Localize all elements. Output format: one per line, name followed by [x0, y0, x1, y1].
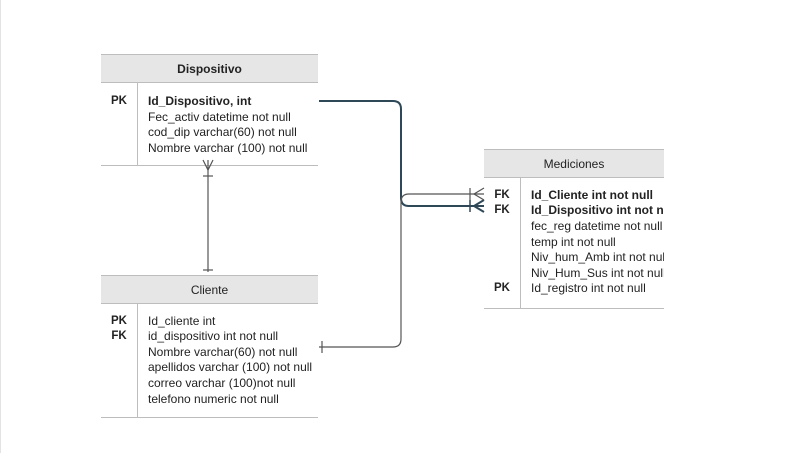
attribute-row[interactable]: FK Id_Cliente int not null: [484, 187, 664, 203]
key-column: [484, 178, 521, 308]
attribute-row[interactable]: correo varchar (100)not null: [101, 375, 318, 391]
key-label: PK: [111, 95, 127, 107]
attribute-text: fec_reg datetime not null: [531, 219, 663, 233]
key-label: FK: [494, 189, 510, 201]
entity-mediciones-title: Mediciones: [484, 150, 664, 178]
attribute-row[interactable]: fec_reg datetime not null: [484, 218, 664, 234]
attribute-row[interactable]: PK Id_registro int not null: [484, 280, 664, 296]
attribute-row[interactable]: Fec_activ datetime not null: [101, 109, 318, 125]
relation-dispositivo-mediciones[interactable]: [319, 100, 485, 213]
attribute-row[interactable]: FK Id_Dispositivo int not null: [484, 202, 664, 218]
entity-dispositivo-title: Dispositivo: [101, 55, 318, 83]
entity-dispositivo[interactable]: Dispositivo PK Id_Dispositivo, int Fec_a…: [101, 54, 318, 166]
attribute-text: id_dispositivo int not null: [148, 329, 279, 343]
attribute-text: Niv_Hum_Sus int not null: [531, 266, 664, 280]
attribute-row[interactable]: Nombre varchar(60) not null: [101, 344, 318, 360]
relation-dispositivo-cliente[interactable]: [202, 159, 214, 272]
key-label: PK: [494, 282, 510, 294]
attribute-row[interactable]: telefono numeric not null: [101, 391, 318, 407]
canvas-left-border: [0, 0, 1, 453]
attribute-row[interactable]: PK Id_Dispositivo, int: [101, 93, 318, 109]
key-label: PK: [111, 315, 127, 327]
attribute-row[interactable]: Nombre varchar (100) not null: [101, 140, 318, 156]
attribute-text: telefono numeric not null: [148, 392, 279, 406]
attribute-text: temp int not null: [531, 235, 616, 249]
attribute-text: Niv_hum_Amb int not null: [531, 250, 664, 264]
attribute-text: Nombre varchar (100) not null: [148, 141, 308, 155]
attribute-text: Id_registro int not null: [531, 281, 646, 295]
attribute-text: Id_cliente int: [148, 314, 216, 328]
attribute-row[interactable]: PK Id_cliente int: [101, 313, 318, 329]
key-label: FK: [111, 330, 127, 342]
attribute-row[interactable]: Niv_Hum_Sus int not null: [484, 265, 664, 281]
key-label: FK: [494, 204, 510, 216]
attribute-text: Id_Cliente int not null: [531, 188, 653, 202]
entity-mediciones-body: FK Id_Cliente int not null FK Id_Disposi…: [484, 178, 664, 308]
attribute-text: correo varchar (100)not null: [148, 376, 296, 390]
entity-mediciones[interactable]: Mediciones FK Id_Cliente int not null FK…: [484, 149, 664, 309]
attribute-row[interactable]: FK id_dispositivo int not null: [101, 328, 318, 344]
attribute-text: Fec_activ datetime not null: [148, 110, 291, 124]
attribute-text: Nombre varchar(60) not null: [148, 345, 298, 359]
attribute-text: apellidos varchar (100) not null: [148, 360, 313, 374]
entity-dispositivo-body: PK Id_Dispositivo, int Fec_activ datetim…: [101, 83, 318, 165]
key-column: [101, 83, 138, 165]
entity-cliente-title: Cliente: [101, 276, 318, 304]
relation-cliente-mediciones[interactable]: [319, 187, 485, 353]
key-column: [101, 304, 138, 417]
attribute-text: cod_dip varchar(60) not null: [148, 125, 297, 139]
attribute-row[interactable]: temp int not null: [484, 234, 664, 250]
entity-cliente[interactable]: Cliente PK Id_cliente int FK id_disposit…: [101, 275, 318, 418]
attribute-text: Id_Dispositivo, int: [148, 94, 252, 108]
entity-cliente-body: PK Id_cliente int FK id_dispositivo int …: [101, 304, 318, 417]
attribute-row[interactable]: apellidos varchar (100) not null: [101, 359, 318, 375]
attribute-text: Id_Dispositivo int not null: [531, 203, 664, 217]
attribute-row[interactable]: Niv_hum_Amb int not null: [484, 249, 664, 265]
attribute-row[interactable]: cod_dip varchar(60) not null: [101, 124, 318, 140]
